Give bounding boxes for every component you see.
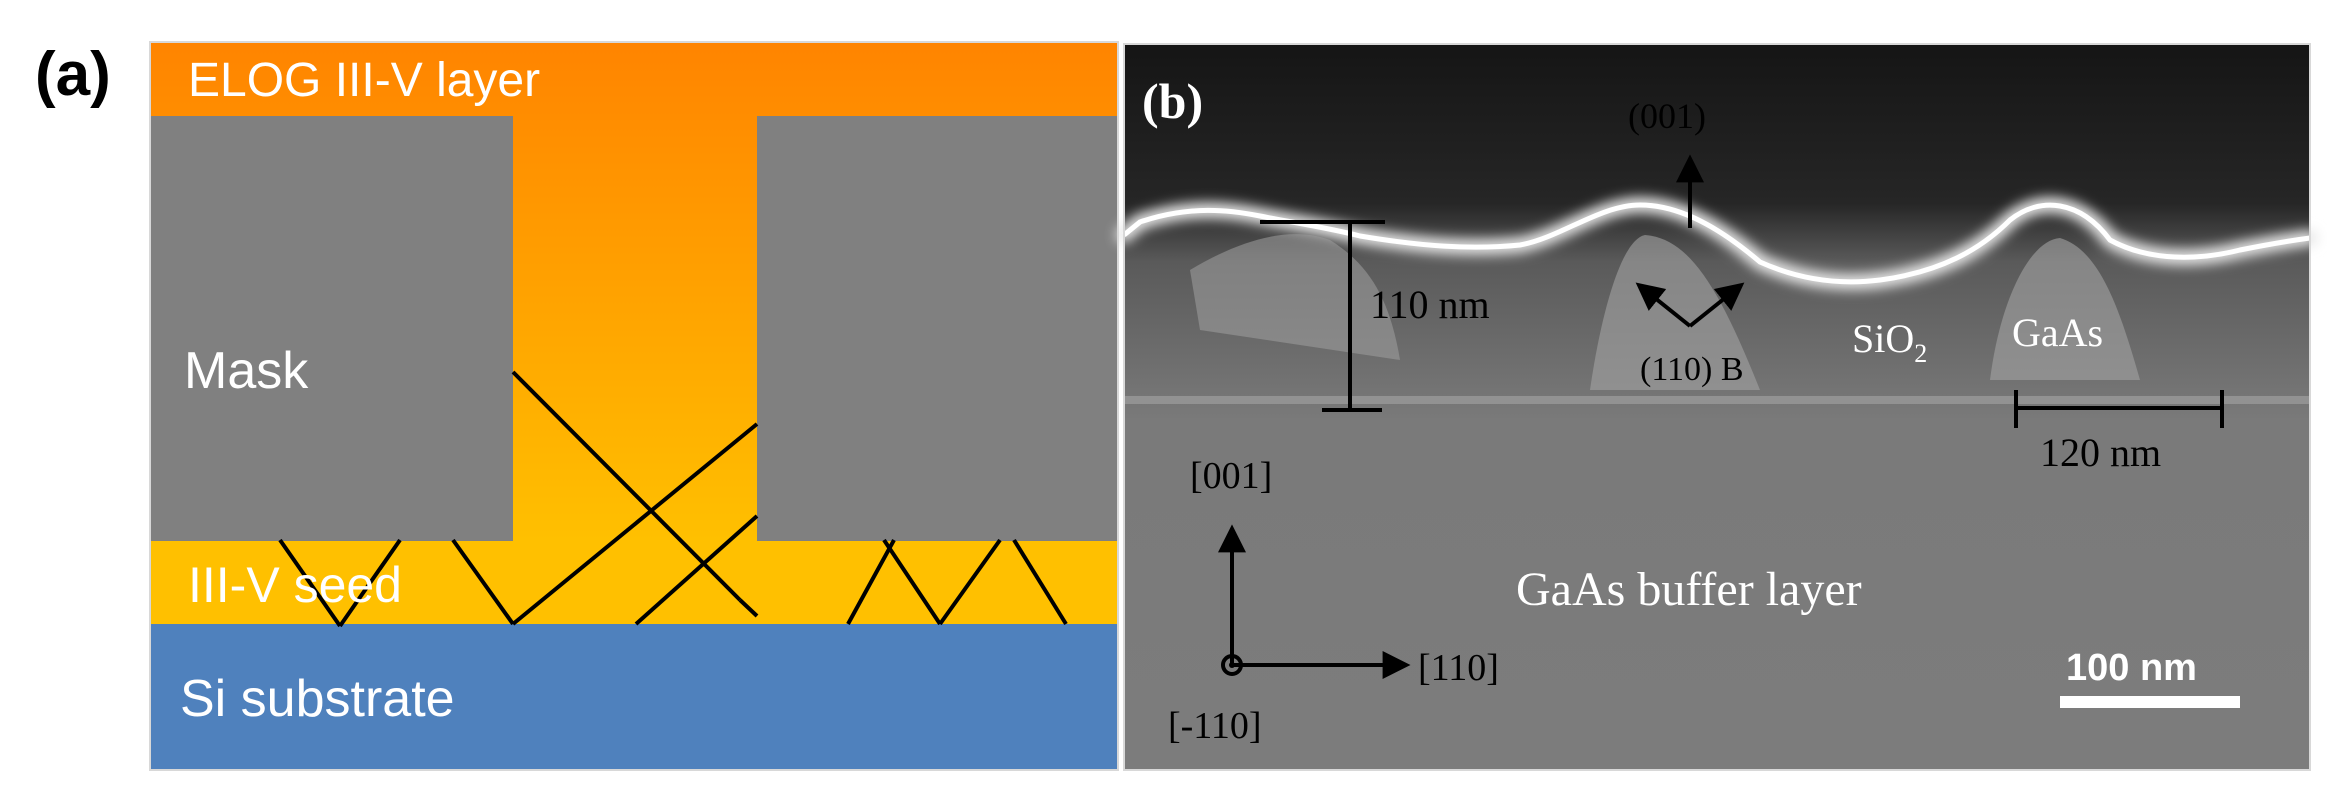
panel-a-label: (a) bbox=[35, 40, 111, 109]
panel-a: (a) ELOG III-V layer Mask III-V seed Si … bbox=[35, 40, 1118, 770]
facet-label: (110) B bbox=[1640, 351, 1744, 388]
mask-label: Mask bbox=[184, 342, 309, 400]
dir-001-label: (001) bbox=[1628, 96, 1706, 136]
facet-arrows bbox=[1635, 282, 1745, 328]
panel-b: (b) (001) (110) B 110 nm SiO2 GaAs 120 n… bbox=[1116, 44, 2318, 770]
seed-label: III-V seed bbox=[188, 557, 402, 613]
width-marker bbox=[2014, 390, 2224, 428]
panel-a-border bbox=[149, 41, 1119, 771]
mask-left bbox=[150, 116, 513, 541]
panel-b-border bbox=[1123, 43, 2311, 771]
buffer-label: GaAs buffer layer bbox=[1516, 563, 1862, 616]
axis-origin-icon bbox=[1221, 654, 1243, 676]
si-substrate bbox=[150, 624, 1118, 770]
gaas-edge bbox=[1122, 202, 2311, 285]
mask-right bbox=[757, 116, 1118, 541]
axis-110-label: [110] bbox=[1418, 647, 1499, 689]
width-label: 120 nm bbox=[2040, 430, 2161, 475]
substrate-label: Si substrate bbox=[180, 670, 455, 728]
height-label: 110 nm bbox=[1370, 282, 1490, 327]
axis-m110-label: [-110] bbox=[1168, 705, 1262, 747]
scale-label: 100 nm bbox=[2066, 647, 2197, 689]
gaas-ridge-1 bbox=[1190, 234, 1400, 360]
height-marker bbox=[1260, 220, 1385, 412]
axis-001-label: [001] bbox=[1190, 455, 1272, 497]
elog-label: ELOG III-V layer bbox=[188, 54, 540, 107]
axis-origin-dot bbox=[1229, 662, 1235, 668]
defect-lines bbox=[278, 370, 1068, 628]
gaas-ridge-3 bbox=[1990, 238, 2140, 380]
panel-b-label: (b) bbox=[1142, 73, 1203, 129]
oxide-label: SiO2 bbox=[1852, 316, 1927, 368]
scale-bar bbox=[2060, 696, 2240, 708]
gaas-label: GaAs bbox=[2012, 310, 2103, 355]
